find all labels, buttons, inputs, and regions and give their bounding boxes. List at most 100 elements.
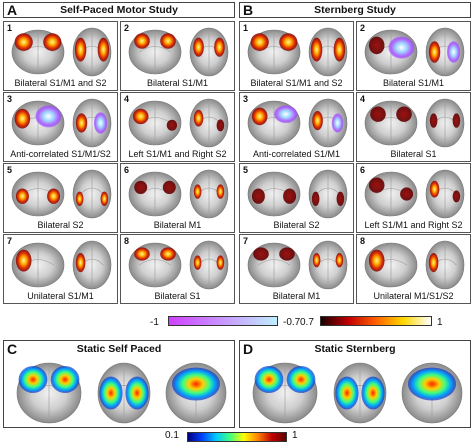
panel-b-cell-8-axial-brain bbox=[425, 240, 465, 290]
panel-a-cell-5-coronal-brain bbox=[11, 171, 65, 217]
panel-a-cell-6-axial-brain bbox=[189, 169, 229, 219]
positive-colorbar-min: 0.7 bbox=[300, 317, 314, 328]
panel-a-cell-1-label: Bilateral S1/M1 and S2 bbox=[14, 78, 107, 88]
panel-b-cell-1-coronal-brain bbox=[247, 29, 301, 75]
panel-b-cell-2-axial-brain bbox=[425, 27, 465, 77]
panel-a-cell-8-label: Bilateral S1 bbox=[154, 291, 201, 301]
panel-a-letter: A bbox=[7, 2, 18, 18]
panel-b-cell-7-label: Bilateral M1 bbox=[272, 291, 321, 301]
negative-colorbar-min: -1 bbox=[150, 317, 159, 328]
panel-b-cell-5-label: Bilateral S2 bbox=[273, 220, 320, 230]
panel-b-header: B Sternberg Study bbox=[239, 2, 471, 18]
panel-a-cell-6-coronal-brain bbox=[128, 171, 182, 217]
panel-b-letter: B bbox=[243, 2, 254, 18]
panel-b-cell-8-brains bbox=[364, 240, 465, 290]
panel-b-cell-3-coronal-brain bbox=[247, 100, 301, 146]
panel-c-sagittal-brain bbox=[165, 362, 227, 424]
panel-c-title: Static Self Paced bbox=[76, 343, 162, 355]
panel-a-cell-3-brains bbox=[11, 98, 112, 148]
panel-b-cell-8-coronal-brain bbox=[364, 242, 418, 288]
panel-a-cell-7-number: 7 bbox=[7, 236, 13, 246]
panel-a-cell-3-number: 3 bbox=[7, 94, 13, 104]
panel-a-cell-7-brains bbox=[11, 240, 112, 290]
panel-b-cell-4-axial-brain bbox=[425, 98, 465, 148]
panel-b-cell-8-label: Unilateral M1/S1/S2 bbox=[373, 291, 454, 301]
static-colorbar-group: 0.1 1 bbox=[165, 430, 315, 442]
panel-a-cell-2-axial-brain bbox=[189, 27, 229, 77]
panel-b-cell-4-label: Bilateral S1 bbox=[390, 149, 437, 159]
panel-b-cell-2-brains bbox=[364, 27, 465, 77]
panel-d-title: Static Sternberg bbox=[314, 343, 396, 355]
panel-a-header: A Self-Paced Motor Study bbox=[3, 2, 235, 18]
panel-a-cell-1-brains bbox=[11, 27, 112, 77]
panel-b-cell-5-axial-brain bbox=[308, 169, 348, 219]
positive-colorbar-group: 0.7 1 bbox=[300, 309, 460, 333]
panel-b-cell-3-number: 3 bbox=[243, 94, 249, 104]
panel-c-box: C Static Self Paced bbox=[3, 340, 235, 428]
panel-a-cell-2-label: Bilateral S1/M1 bbox=[146, 78, 209, 88]
panel-b-cell-4-coronal-brain bbox=[364, 100, 418, 146]
panel-a-cell-8-axial-brain bbox=[189, 240, 229, 290]
panel-a-cell-6-label: Bilateral M1 bbox=[153, 220, 202, 230]
panel-d-sagittal-brain bbox=[401, 362, 463, 424]
panel-d-brain-images bbox=[252, 362, 463, 424]
panel-a-cell-2-brains bbox=[128, 27, 229, 77]
panel-b-cell-7-number: 7 bbox=[243, 236, 249, 246]
panel-b-cell-6-label: Left S1/M1 and Right S2 bbox=[364, 220, 463, 230]
panel-b-cell-3-axial-brain bbox=[308, 98, 348, 148]
panel-a-cell-3-coronal-brain bbox=[11, 100, 65, 146]
panel-a-cell-4-brains bbox=[128, 98, 229, 148]
panel-b-cell-1-brains bbox=[247, 27, 348, 77]
panel-a-cell-8-coronal-brain bbox=[128, 242, 182, 288]
panel-b-cell-7-coronal-brain bbox=[247, 242, 301, 288]
panel-b-cell-6-brains bbox=[364, 169, 465, 219]
static-colorbar-min: 0.1 bbox=[165, 430, 179, 441]
panel-b-cell-8-number: 8 bbox=[360, 236, 366, 246]
panel-a-cell-1-axial-brain bbox=[72, 27, 112, 77]
panel-a-cell-6-brains bbox=[128, 169, 229, 219]
panel-b-cell-4-number: 4 bbox=[360, 94, 366, 104]
panel-c-letter: C bbox=[7, 341, 18, 357]
panel-a-cell-8-brains bbox=[128, 240, 229, 290]
panel-d-axial-brain bbox=[333, 362, 387, 424]
panel-b-cell-3-brains bbox=[247, 98, 348, 148]
panel-a-cell-7-coronal-brain bbox=[11, 242, 65, 288]
negative-colorbar bbox=[168, 316, 278, 326]
static-colorbar-max: 1 bbox=[292, 430, 298, 441]
panel-a-cell-3-axial-brain bbox=[72, 98, 112, 148]
panel-a-cell-3-label: Anti-correlated S1/M1/S2 bbox=[10, 149, 111, 159]
panel-d-coronal-brain bbox=[252, 362, 318, 424]
panel-d-box: D Static Sternberg bbox=[239, 340, 471, 428]
panel-a-cell-5-number: 5 bbox=[7, 165, 13, 175]
panel-d-letter: D bbox=[243, 341, 254, 357]
panel-a-cell-5-axial-brain bbox=[72, 169, 112, 219]
panel-a-cell-7-axial-brain bbox=[72, 240, 112, 290]
panel-c-coronal-brain bbox=[16, 362, 82, 424]
negative-colorbar-max: -0.7 bbox=[283, 317, 301, 328]
panel-b-title: Sternberg Study bbox=[314, 4, 396, 16]
positive-colorbar bbox=[320, 316, 432, 326]
panel-a-cell-2-coronal-brain bbox=[128, 29, 182, 75]
panel-b-cell-7-brains bbox=[247, 240, 348, 290]
panel-b-cell-6-axial-brain bbox=[425, 169, 465, 219]
panel-c-brain-images bbox=[16, 362, 227, 424]
panel-a-title: Self-Paced Motor Study bbox=[60, 4, 178, 16]
panel-a-cell-4-axial-brain bbox=[189, 98, 229, 148]
panel-a-cell-1-coronal-brain bbox=[11, 29, 65, 75]
panel-c-axial-brain bbox=[97, 362, 151, 424]
static-colorbar bbox=[187, 432, 287, 442]
panel-b-cell-6-coronal-brain bbox=[364, 171, 418, 217]
panel-a-cell-7-label: Unilateral S1/M1 bbox=[27, 291, 94, 301]
panel-a-cell-4-coronal-brain bbox=[128, 100, 182, 146]
